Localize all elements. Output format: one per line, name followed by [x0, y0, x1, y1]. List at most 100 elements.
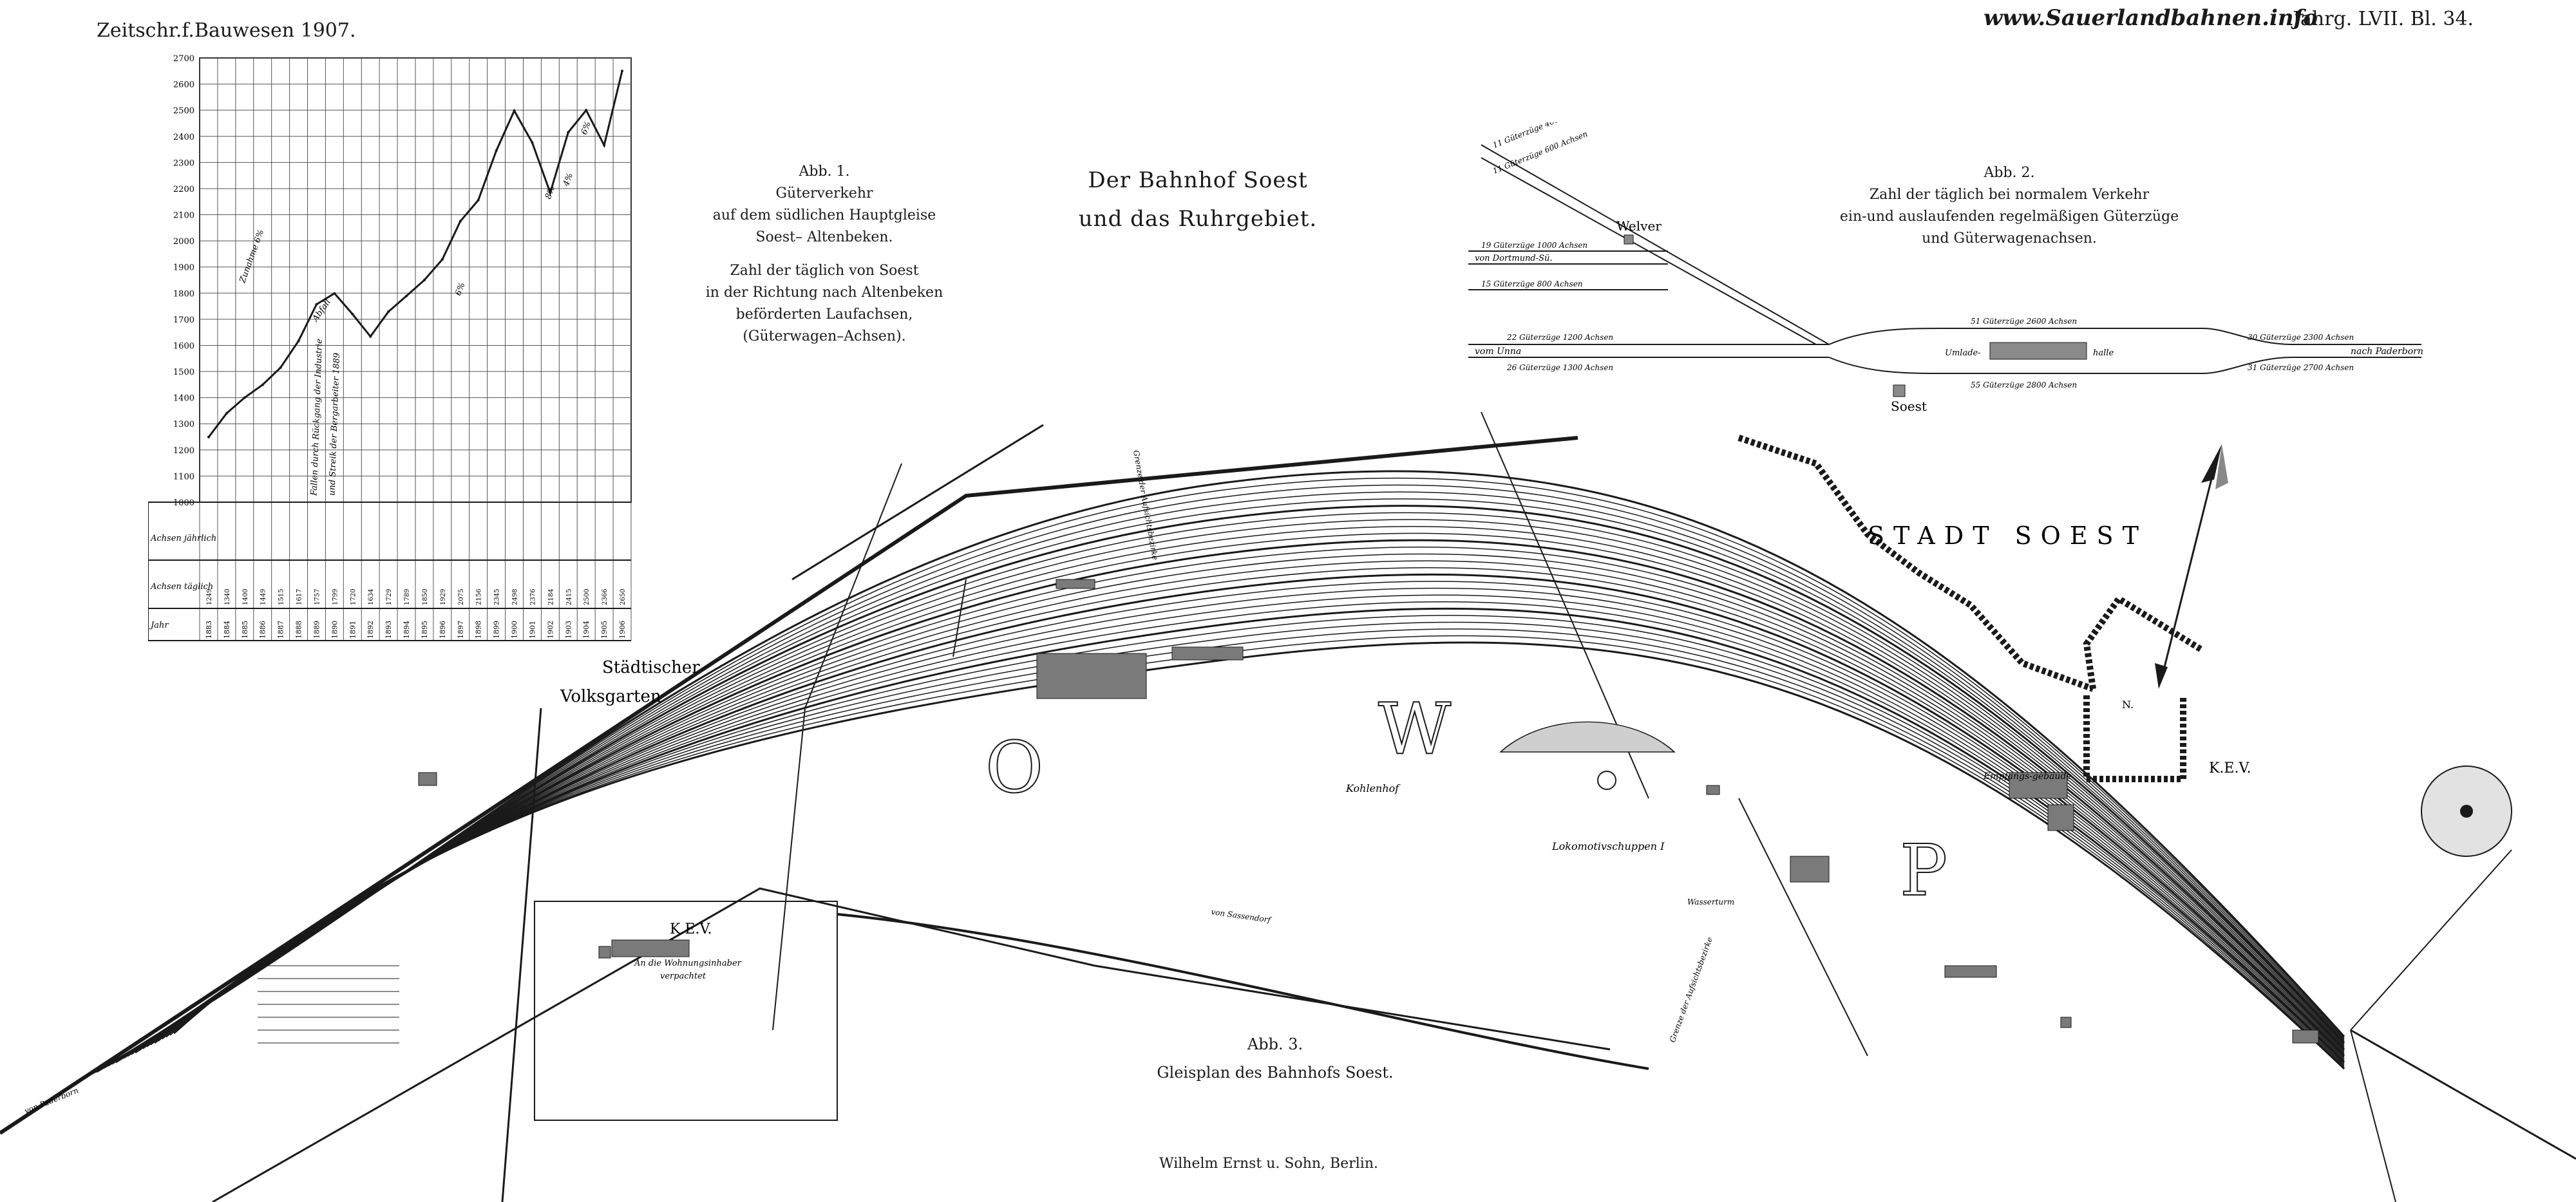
chart-x-tick-label: 1892 [366, 621, 375, 639]
header-right: Jahrg. LVII. Bl. 34. [2293, 8, 2474, 30]
chart-daily-value: 1757 [314, 589, 321, 605]
chart-daily-value: 2498 [512, 589, 519, 605]
chart-daily-value: 1449 [260, 589, 267, 605]
chart-point [225, 412, 228, 415]
dortmund-label: von Dortmund-Sü. [1475, 254, 1553, 263]
chart-y-tick-label: 1700 [173, 315, 194, 325]
track [2350, 849, 2512, 1031]
traffic-label: 30 Güterzüge 2300 Achsen [2248, 333, 2354, 342]
chart-y-tick-label: 2000 [173, 237, 194, 247]
kev-enclosure [534, 901, 838, 1121]
chart-daily-value: 2345 [494, 589, 501, 605]
traffic-label: 22 Güterzüge 1200 Achsen [1506, 333, 1613, 342]
chart-x-tick-label: 1896 [439, 621, 447, 639]
chart-point [459, 220, 462, 223]
chart-point [333, 292, 336, 295]
header-left: Zeitschr.f.Bauwesen 1907. [97, 19, 356, 42]
page-title: Der Bahnhof Soest und das Ruhrgebiet. [1069, 161, 1327, 238]
chart-x-tick-label: 1891 [348, 621, 357, 639]
chart-daily-value: 1720 [350, 589, 357, 605]
zone-o-letter: O [985, 726, 1043, 809]
chart-x-tick-label: 1893 [384, 621, 393, 639]
building [2047, 804, 2074, 831]
zone-w-letter: W [1378, 688, 1451, 770]
track-lines [0, 411, 2576, 1202]
abb3-caption: Abb. 3. Gleisplan des Bahnhofs Soest. [1108, 1030, 1443, 1087]
track [158, 615, 2345, 1064]
chart-x-tick-label: 1903 [564, 621, 573, 639]
chart-daily-value: 2075 [458, 589, 465, 605]
chart-point [261, 383, 264, 386]
chart-x-tick-label: 1902 [546, 621, 554, 639]
chart-x-tick-label: 1888 [295, 621, 303, 639]
chart-x-tick-label: 1899 [493, 621, 501, 639]
chart-y-tick-label: 2600 [173, 80, 194, 90]
chart-x-tick-label: 1894 [402, 621, 411, 639]
chart-point [513, 109, 516, 112]
soest-label: Soest [1891, 399, 1927, 414]
chart-point [207, 435, 210, 438]
chart-point [315, 303, 318, 306]
from-sassendorf-label: von Sassendorf [1211, 907, 1273, 925]
chart-point [495, 149, 498, 153]
track [154, 607, 2345, 1064]
chart-annotation: 6% [580, 120, 593, 136]
chart-daily-value: 1929 [440, 589, 447, 605]
abb1-desc: beförderten Laufachsen, [735, 306, 913, 323]
chart-y-tick-label: 1400 [173, 394, 194, 404]
track [952, 579, 967, 657]
north-label: N. [2122, 699, 2134, 711]
chart-daily-value: 1400 [242, 589, 249, 605]
chart-x-tick-label: 1890 [330, 621, 339, 639]
chart-point [549, 191, 552, 194]
track-plan: O W P STADT SOEST Städtischer Volksgarte… [0, 411, 2576, 1202]
building [598, 946, 611, 959]
chart-x-tick-label: 1885 [241, 621, 249, 639]
traffic-label: 55 Güterzüge 2800 Achsen [1971, 380, 2077, 390]
track [0, 436, 1578, 1135]
building [611, 939, 690, 957]
chart-daily-value: 1617 [296, 589, 303, 605]
publisher: Wilhelm Ernst u. Sohn, Berlin. [1159, 1156, 1378, 1172]
chart-x-tick-label: 1906 [618, 621, 627, 639]
coal-yard-label: Kohlenhof [1345, 782, 1401, 794]
chart-x-tick-label: 1895 [421, 621, 429, 639]
chart-y-tick-label: 1800 [173, 289, 194, 299]
chart-daily-value: 1850 [422, 589, 429, 605]
park-label-2: Volksgarten [560, 687, 661, 706]
chart-point [369, 335, 372, 338]
watermark[interactable]: www.Sauerlandbahnen.info [1984, 5, 2318, 31]
hall-label-1: Umlade- [1945, 348, 1981, 358]
chart-point [405, 294, 408, 297]
soest-station-icon [1893, 384, 1906, 397]
kev-label-right: K.E.V. [2209, 760, 2251, 776]
city-wall-bastion [2083, 594, 2204, 690]
chart-point [440, 258, 444, 261]
chart-x-tick-label: 1884 [223, 621, 231, 639]
chart-y-tick-label: 2700 [173, 54, 194, 64]
welver-label: Welver [1616, 218, 1662, 234]
abb2-caption: Abb. 2. Zahl der täglich bei normalem Ve… [1816, 162, 2202, 250]
chart-x-tick-label: 1900 [511, 621, 519, 639]
abb1-desc: in der Richtung nach Altenbeken [705, 285, 943, 301]
traffic-label: 51 Güterzüge 2600 Achsen [1971, 317, 2077, 326]
reloading-hall [1989, 342, 2087, 360]
paderborn-label: nach Paderborn [2351, 346, 2423, 357]
unna-label: vom Unna [1475, 346, 1521, 357]
from-paderborn-label: von Paderborn [23, 1085, 80, 1115]
traffic-label: 15 Güterzüge 800 Achsen [1481, 279, 1583, 288]
track [837, 913, 1649, 1070]
building [2060, 1017, 2072, 1028]
chart-y-ticks: 1000110012001300140015001600170018001900… [173, 54, 194, 508]
track [2350, 1029, 2576, 1160]
chart-x-tick-label: 1904 [582, 621, 591, 639]
chart-point [567, 131, 570, 134]
chart-x-tick-label: 1883 [205, 621, 213, 639]
chart-daily-value: 1729 [386, 589, 393, 605]
chart-annotation: 8% [544, 185, 557, 201]
chart-x-tick-label: 1897 [457, 621, 465, 639]
watertower-label: Wasserturm [1687, 897, 1734, 906]
chart-daily-value: 2650 [620, 589, 627, 605]
chart-row-label: Jahr [149, 621, 169, 630]
